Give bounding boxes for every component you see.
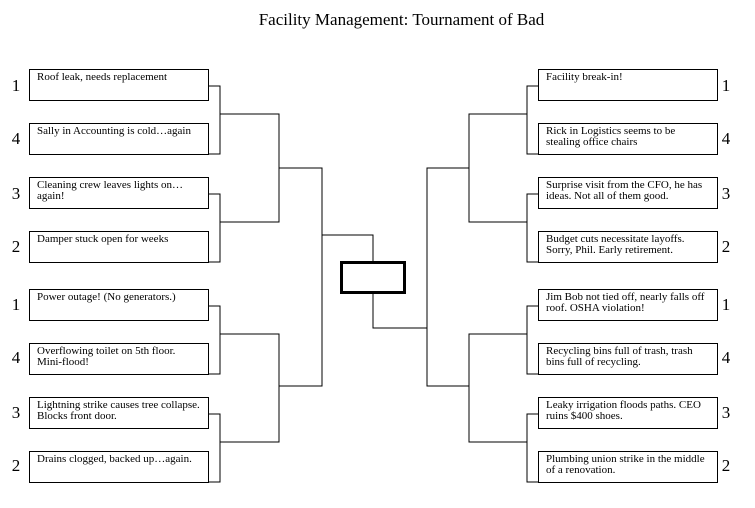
bracket-connector xyxy=(372,294,427,329)
champion-box xyxy=(340,261,406,294)
seed-label: 4 xyxy=(721,129,731,148)
bracket-entry: Leaky irrigation floods paths. CEO ruins… xyxy=(538,397,718,429)
bracket-entry: Plumbing union strike in the middle of a… xyxy=(538,451,718,483)
seed-label: 2 xyxy=(721,456,731,475)
bracket-connector xyxy=(209,305,221,375)
bracket-connector xyxy=(279,167,323,387)
seed-label: 3 xyxy=(721,184,731,203)
bracket-entry: Roof leak, needs replacement xyxy=(29,69,209,101)
bracket-connector xyxy=(468,113,527,223)
bracket-connector xyxy=(526,413,538,483)
bracket-connector xyxy=(209,413,221,483)
bracket-entry: Surprise visit from the CFO, he has idea… xyxy=(538,177,718,209)
bracket-entry: Lightning strike causes tree collapse. B… xyxy=(29,397,209,429)
bracket-entry: Facility break-in! xyxy=(538,69,718,101)
seed-label: 4 xyxy=(11,129,21,148)
bracket-entry: Damper stuck open for weeks xyxy=(29,231,209,263)
bracket-entry: Jim Bob not tied off, nearly falls off r… xyxy=(538,289,718,321)
seed-label: 2 xyxy=(11,456,21,475)
bracket-connector xyxy=(468,333,527,443)
bracket-connector xyxy=(526,85,538,155)
bracket-entry: Sally in Accounting is cold…again xyxy=(29,123,209,155)
bracket-connector xyxy=(426,167,469,387)
seed-label: 4 xyxy=(721,348,731,367)
seed-label: 1 xyxy=(721,76,731,95)
bracket-entry: Drains clogged, backed up…again. xyxy=(29,451,209,483)
page-title: Facility Management: Tournament of Bad xyxy=(258,10,545,29)
bracket-entry: Recycling bins full of trash, trash bins… xyxy=(538,343,718,375)
bracket-connector xyxy=(209,85,221,155)
bracket-entry: Cleaning crew leaves lights on…again! xyxy=(29,177,209,209)
seed-label: 1 xyxy=(11,76,21,95)
seed-label: 4 xyxy=(11,348,21,367)
seed-label: 3 xyxy=(11,184,21,203)
bracket-connector xyxy=(322,234,374,262)
seed-label: 3 xyxy=(721,403,731,422)
bracket-entry: Power outage! (No generators.) xyxy=(29,289,209,321)
bracket-entry: Overflowing toilet on 5th floor. Mini-fl… xyxy=(29,343,209,375)
bracket-entry: Budget cuts necessitate layoffs. Sorry, … xyxy=(538,231,718,263)
bracket-connector xyxy=(209,193,221,263)
seed-label: 1 xyxy=(721,295,731,314)
seed-label: 3 xyxy=(11,403,21,422)
seed-label: 2 xyxy=(721,237,731,256)
bracket-connector xyxy=(220,333,280,443)
bracket-connector xyxy=(526,305,538,375)
seed-label: 1 xyxy=(11,295,21,314)
bracket-connector xyxy=(220,113,280,223)
bracket-entry: Rick in Logistics seems to be stealing o… xyxy=(538,123,718,155)
seed-label: 2 xyxy=(11,237,21,256)
bracket-connector xyxy=(526,193,538,263)
